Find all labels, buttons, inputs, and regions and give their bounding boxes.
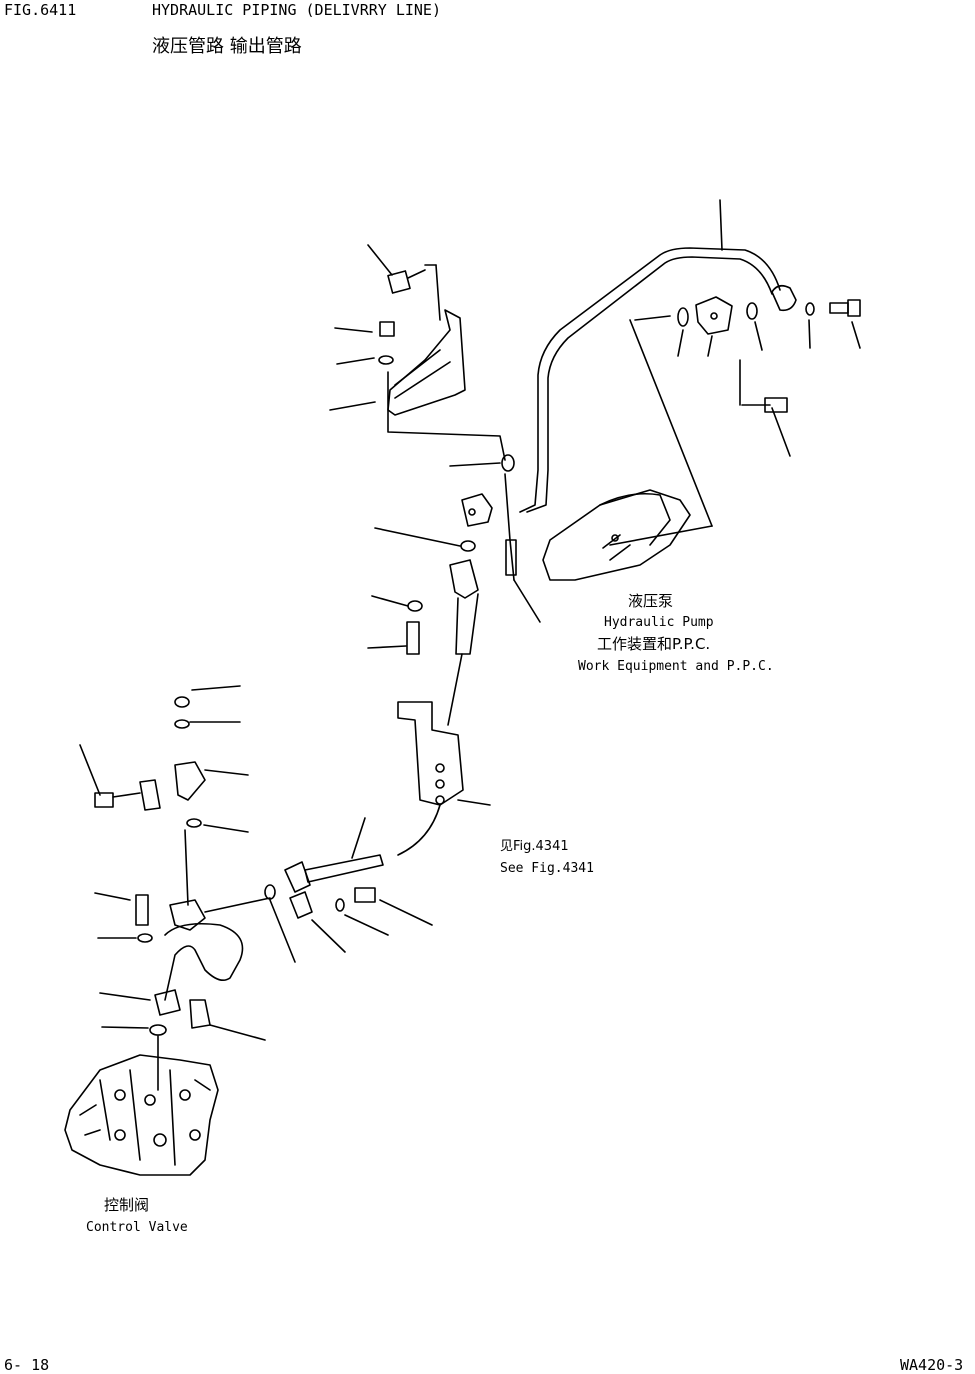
control-valve-label-chinese: 控制阀: [104, 1196, 150, 1214]
control-valve-label-english: Control Valve: [86, 1220, 188, 1235]
figure-title-chinese: 液压管路 输出管路: [152, 36, 302, 57]
hydraulic-pump-label-english: Hydraulic Pump: [604, 615, 714, 630]
mid-support-bracket: [398, 702, 490, 855]
lower-hose: [265, 818, 432, 962]
delivery-hose: [368, 560, 478, 725]
figure-number: FIG.6411: [4, 1, 77, 19]
main-delivery-pipe: [520, 200, 780, 512]
pump-outlet-flange: [375, 455, 540, 622]
top-fitting-group: [678, 286, 860, 456]
hydraulic-pump-label-chinese: 液压泵: [628, 592, 674, 610]
upper-bracket-group: [330, 245, 505, 460]
see-fig-label-english: See Fig.4341: [500, 861, 594, 876]
work-equipment-label-english: Work Equipment and P.P.C.: [578, 659, 774, 674]
hydraulic-pump: [543, 316, 712, 580]
machine-model: WA420-3: [900, 1356, 964, 1374]
work-equipment-label-chinese: 工作装置和P.P.C.: [597, 635, 711, 653]
control-valve-pipe: [80, 686, 270, 1090]
see-fig-label-chinese: 见Fig.4341: [500, 839, 569, 854]
figure-title-english: HYDRAULIC PIPING (DELIVRRY LINE): [152, 1, 441, 19]
control-valve-body: [65, 1055, 218, 1175]
page-number: 6- 18: [4, 1356, 50, 1374]
